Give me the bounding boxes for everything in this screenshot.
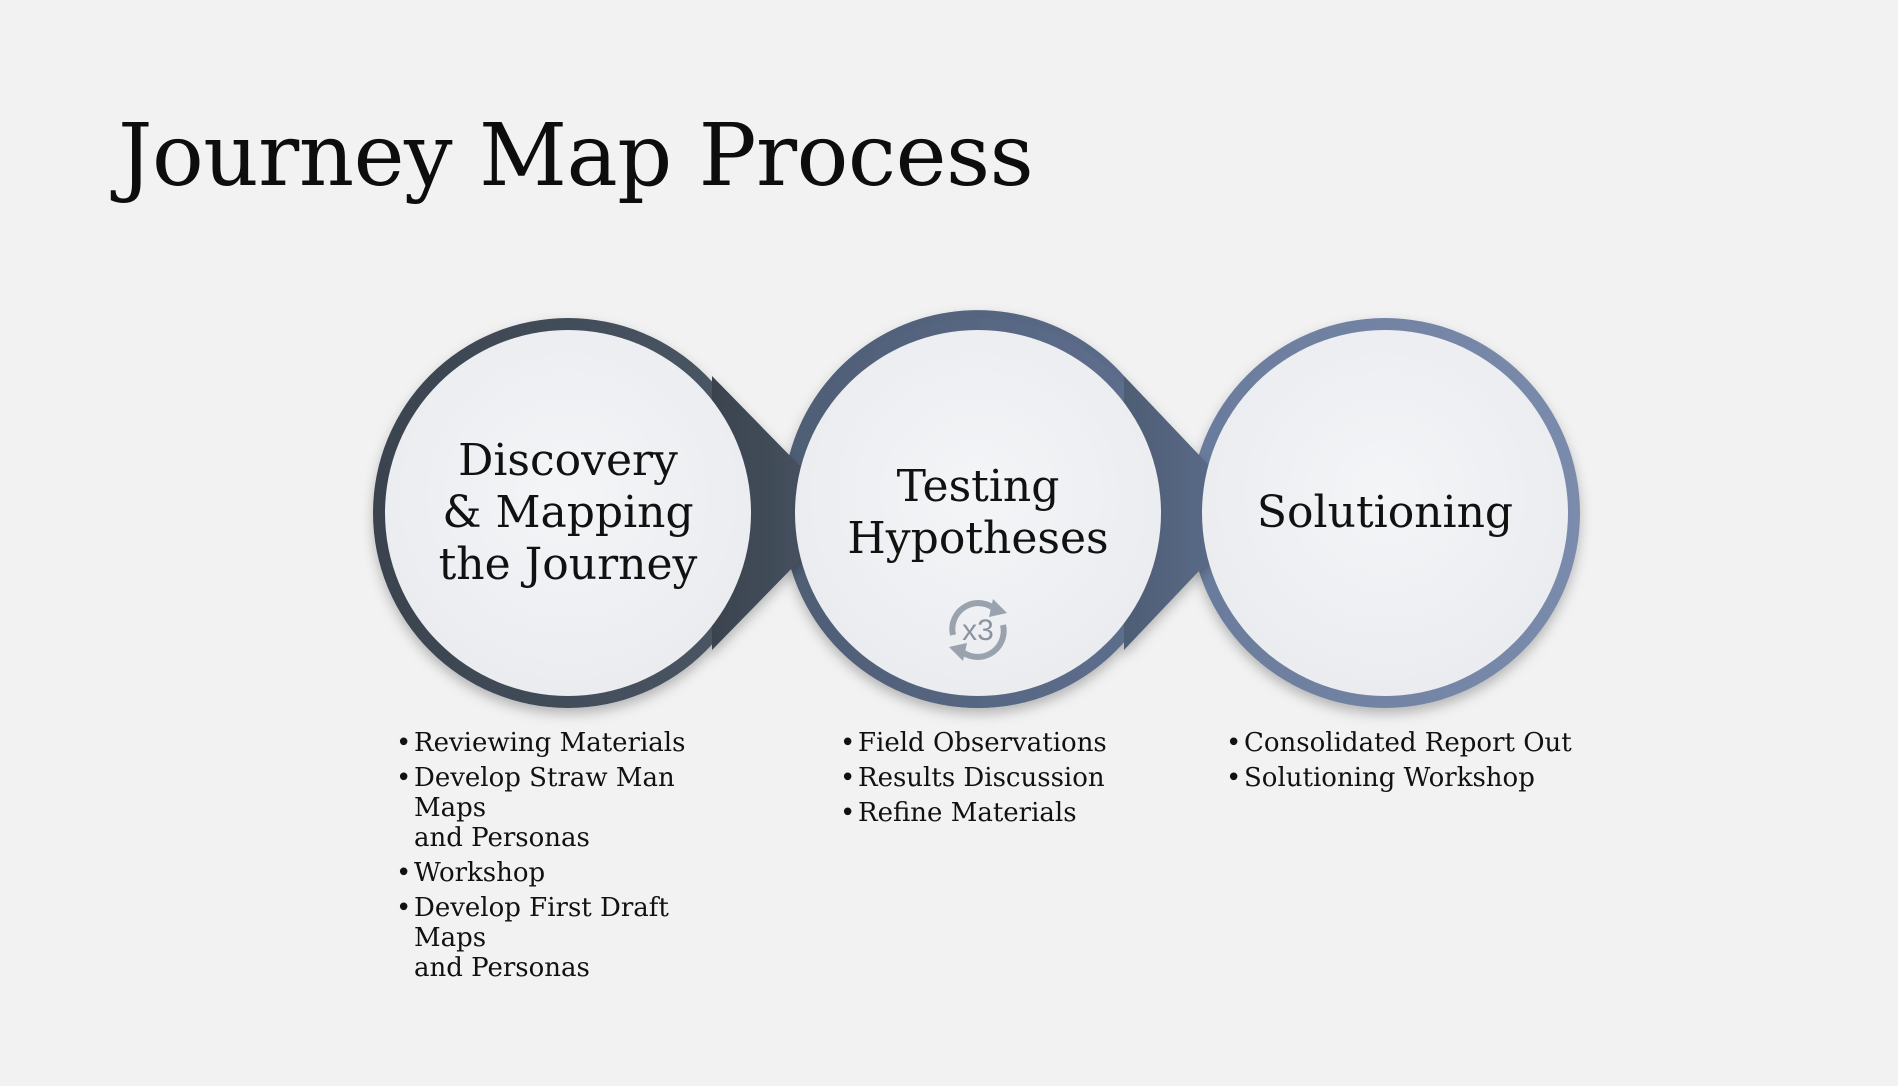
list-item: Develop Straw Man Maps and Personas bbox=[396, 763, 736, 853]
list-item: Results Discussion bbox=[840, 763, 1160, 793]
list-item: Refine Materials bbox=[840, 798, 1160, 828]
list-item-line: Solutioning Workshop bbox=[1244, 763, 1535, 793]
stage-1-label-line: & Mapping bbox=[442, 487, 694, 538]
stage-3-bullets: Consolidated Report Out Solutioning Work… bbox=[1226, 728, 1606, 798]
stage-1-bullets: Reviewing Materials Develop Straw Man Ma… bbox=[396, 728, 736, 988]
stage-3-inner-circle bbox=[1202, 330, 1568, 696]
list-item-line: Reviewing Materials bbox=[414, 728, 686, 758]
list-item: Reviewing Materials bbox=[396, 728, 736, 758]
stage-1-label-line: the Journey bbox=[438, 539, 698, 590]
list-item-line: Field Observations bbox=[858, 728, 1107, 758]
stage-1-label-line: Discovery bbox=[458, 435, 678, 486]
list-item-line: Develop Straw Man Maps bbox=[414, 763, 675, 823]
list-item-line: Consolidated Report Out bbox=[1244, 728, 1572, 758]
list-item-line: Develop First Draft Maps bbox=[414, 893, 669, 953]
stage-3-label: Solutioning bbox=[1257, 487, 1513, 539]
list-item: Solutioning Workshop bbox=[1226, 763, 1606, 793]
list-item-line: Results Discussion bbox=[858, 763, 1105, 793]
stage-2-label: Testing Hypotheses bbox=[847, 461, 1108, 565]
slide-title: Journey Map Process bbox=[118, 106, 1034, 206]
stage-1-inner-circle bbox=[385, 330, 751, 696]
stage-2-label-line: Hypotheses bbox=[847, 513, 1109, 564]
list-item-line: Refine Materials bbox=[858, 798, 1077, 828]
stage-2-inner-circle bbox=[795, 330, 1161, 696]
list-item-line: and Personas bbox=[414, 823, 590, 853]
list-item-line: and Personas bbox=[414, 953, 590, 983]
stage-1-label: Discovery & Mapping the Journey bbox=[439, 435, 698, 591]
repeat-count: x3 bbox=[962, 614, 994, 647]
list-item: Workshop bbox=[396, 858, 736, 888]
list-item: Field Observations bbox=[840, 728, 1160, 758]
stage-2-bullets: Field Observations Results Discussion Re… bbox=[840, 728, 1160, 833]
list-item: Develop First Draft Maps and Personas bbox=[396, 893, 736, 983]
stage-2-label-line: Testing bbox=[896, 461, 1060, 512]
list-item: Consolidated Report Out bbox=[1226, 728, 1606, 758]
list-item-line: Workshop bbox=[414, 858, 546, 888]
stage-3-label-line: Solutioning bbox=[1256, 487, 1514, 538]
cycle-arrows-icon: x3 bbox=[933, 585, 1023, 675]
